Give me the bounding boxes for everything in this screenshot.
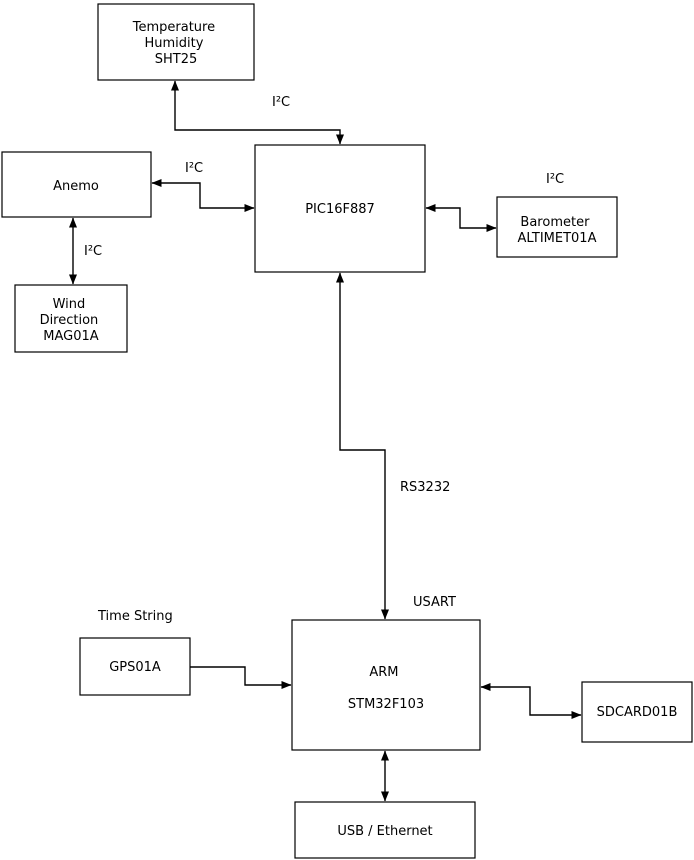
edge-anemo-pic: [151, 179, 255, 212]
node-anemo-box: [1, 151, 152, 218]
edges: [69, 80, 582, 802]
node-anemo-line1: Anemo: [53, 179, 99, 194]
svg-text:Temperature Humidity: Temperature Humidity SHT25: [132, 20, 220, 67]
svg-text:USB / Ethernet: USB / Ethernet: [337, 824, 432, 839]
node-sdcard: SDCARD01B: [581, 681, 693, 743]
node-wind-direction-line1: Wind: [53, 297, 86, 312]
edge-label-i2c-sht25: I²C: [272, 95, 290, 110]
node-pic-line1: PIC16F887: [305, 202, 375, 217]
node-sht25-line2: Humidity: [144, 36, 203, 51]
node-sht25-line3: SHT25: [155, 52, 198, 67]
node-sdcard-line1: SDCARD01B: [597, 705, 678, 720]
node-sdcard-box: [581, 681, 693, 743]
svg-text:SDCARD01B: SDCARD01B: [597, 705, 678, 720]
node-usb-ethernet-box: [294, 801, 476, 859]
edge-pic-barometer: [425, 204, 497, 232]
node-barometer: Barometer ALTIMET01A: [496, 196, 618, 258]
node-barometer-box: [496, 196, 618, 258]
nodes: Temperature Humidity SHT25 Anemo Wind Di…: [1, 3, 693, 859]
node-usb-ethernet: USB / Ethernet: [294, 801, 476, 859]
edge-label-usart: USART: [413, 595, 456, 610]
edge-labels: I²C I²C I²C I²C RS3232 USART Time String: [84, 95, 564, 624]
node-pic-box: [254, 144, 426, 273]
node-barometer-line1: Barometer: [520, 215, 590, 230]
edge-gps-arm: [190, 666, 292, 689]
node-pic: PIC16F887: [254, 144, 426, 273]
edge-label-time-string: Time String: [97, 609, 173, 624]
edge-label-i2c-barometer: I²C: [546, 172, 564, 187]
svg-text:Anemo: Anemo: [53, 179, 99, 194]
node-gps-line1: GPS01A: [109, 660, 161, 675]
svg-text:Barometer ALTIMET01A: Barometer ALTIMET01A: [518, 215, 597, 246]
node-wind-direction-box: [14, 284, 128, 353]
edge-arm-sdcard: [480, 683, 582, 719]
node-usb-ethernet-line1: USB / Ethernet: [337, 824, 432, 839]
node-anemo: Anemo: [1, 151, 152, 218]
node-arm-line1: ARM: [369, 665, 398, 680]
edge-label-i2c-anemo: I²C: [185, 161, 203, 176]
node-gps: GPS01A: [79, 637, 191, 696]
node-wind-direction-line3: MAG01A: [43, 329, 98, 344]
edge-pic-arm: [336, 272, 389, 620]
svg-text:Wind Direction: Wind Direction MAG01A: [40, 297, 103, 344]
node-gps-box: [79, 637, 191, 696]
edge-sht25-pic: [171, 80, 344, 145]
edge-label-i2c-wind: I²C: [84, 244, 102, 259]
svg-text:PIC16F887: PIC16F887: [305, 202, 375, 217]
node-arm-box: [291, 619, 481, 751]
node-wind-direction: Wind Direction MAG01A: [14, 284, 128, 353]
node-sht25-box: [97, 3, 255, 81]
node-sht25: Temperature Humidity SHT25: [97, 3, 255, 81]
edge-label-rs3232: RS3232: [400, 480, 450, 495]
node-sht25-line1: Temperature: [132, 20, 215, 35]
svg-text:GPS01A: GPS01A: [109, 660, 161, 675]
node-arm-line2: STM32F103: [348, 697, 424, 712]
node-arm: ARM STM32F103: [291, 619, 481, 751]
node-wind-direction-line2: Direction: [40, 313, 99, 328]
node-barometer-line2: ALTIMET01A: [518, 231, 597, 246]
svg-text:ARM STM32F103: ARM STM32F103: [348, 665, 424, 712]
